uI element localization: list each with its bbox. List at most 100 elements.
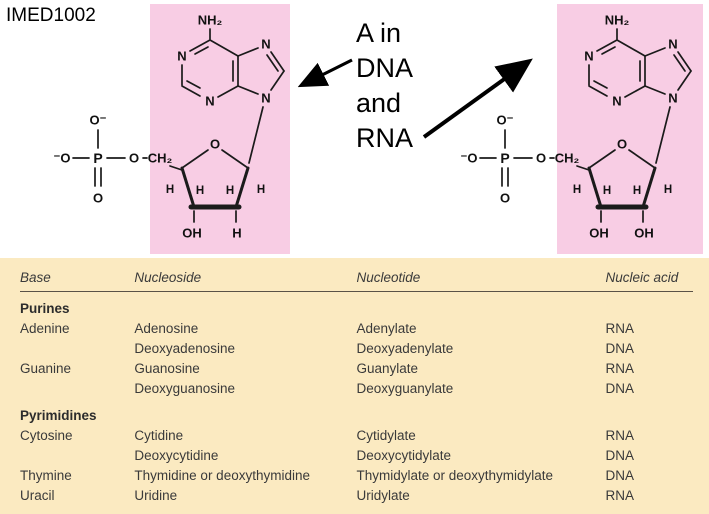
hydrogen-label: H: [664, 184, 672, 196]
annotation-line: A in: [356, 18, 402, 48]
table-cell: Cytidine: [134, 427, 184, 443]
phosphorus-label: P: [93, 150, 102, 166]
nitrogen-label: N: [261, 91, 270, 106]
bond-lines: [479, 28, 692, 223]
right-structure-highlight: [557, 4, 703, 254]
oxygen-minus-label: O⁻: [90, 113, 107, 128]
table-cell: Deoxycytidylate: [356, 447, 452, 463]
table-section-title: Purines: [20, 301, 70, 316]
hydrogen-label: H: [166, 184, 174, 196]
ch2-label: CH₂: [148, 151, 173, 166]
hydrogen-label: H: [257, 184, 265, 196]
table-cell: Uridylate: [356, 487, 410, 503]
table-cell: Deoxycytidine: [134, 447, 219, 463]
table-cell: Cytosine: [20, 427, 73, 443]
table-cell: Thymidine or deoxythymidine: [134, 467, 310, 483]
annotation-line: and: [356, 88, 402, 118]
right-structure-diagram: NH₂ N N N N ⁻O P O⁻ O O CH₂ O H H H H OH…: [461, 13, 692, 241]
table-cell: Uracil: [20, 487, 55, 503]
atom-labels: NH₂ N N N N ⁻O P O⁻ O O CH₂ O H H H H OH…: [54, 13, 271, 241]
amine-label: NH₂: [605, 13, 630, 28]
table-section-title: Pyrimidines: [20, 407, 97, 423]
table-row: Adenine Adenosine Adenylate RNA: [20, 319, 693, 339]
oxygen-label: O: [210, 137, 220, 152]
table-row: Guanine Guanosine Guanylate RNA: [20, 359, 693, 379]
amine-label: NH₂: [198, 13, 223, 28]
minus-oxygen-label: ⁻O: [461, 151, 478, 166]
table-cell: RNA: [605, 487, 634, 503]
annotation-text: A in DNA and RNA: [356, 16, 413, 156]
hydrogen-label: H: [633, 185, 641, 197]
table-cell: RNA: [605, 361, 634, 376]
table-section-row: Pyrimidines: [20, 399, 693, 426]
phosphorus-label: P: [500, 150, 509, 166]
table-cell: Thymidylate or deoxythymidylate: [356, 467, 554, 483]
table-row: Cytosine Cytidine Cytidylate RNA: [20, 425, 693, 445]
oxygen-label: O: [129, 151, 139, 166]
table-row: Thymine Thymidine or deoxythymidine Thymid…: [20, 465, 693, 485]
bond-lines: [72, 28, 285, 223]
table-cell: Deoxyguanosine: [134, 381, 235, 396]
table-section-row: Purines: [20, 292, 693, 319]
nomenclature-table: Base Nucleoside Nucleotide Nucleic acid …: [20, 268, 693, 505]
hydroxyl-3prime-label: OH: [589, 226, 609, 241]
table-cell: Guanosine: [134, 361, 200, 376]
nitrogen-label: N: [584, 49, 593, 64]
left-structure-diagram: NH₂ N N N N ⁻O P O⁻ O O CH₂ O H H H H OH…: [54, 13, 285, 241]
nitrogen-label: N: [668, 37, 677, 52]
annotation-line: RNA: [356, 123, 414, 153]
table-cell: Adenosine: [134, 321, 199, 336]
table-cell: [20, 339, 134, 359]
column-header-nucleoside: Nucleoside: [134, 268, 357, 292]
table-cell: [20, 445, 134, 465]
ch2-label: CH₂: [555, 151, 580, 166]
oxygen-label: O: [500, 191, 510, 206]
table-row: Deoxycytidine Deoxycytidylate DNA: [20, 445, 693, 465]
table-cell: Deoxyadenylate: [356, 341, 454, 356]
table-cell: Guanine: [20, 361, 72, 376]
nitrogen-label: N: [612, 94, 621, 109]
atom-labels: NH₂ N N N N ⁻O P O⁻ O O CH₂ O H H H H OH…: [461, 13, 678, 241]
table-cell: Cytidylate: [356, 427, 416, 443]
nomenclature-table-panel: Base Nucleoside Nucleotide Nucleic acid …: [0, 258, 709, 514]
nitrogen-label: N: [177, 49, 186, 64]
hydroxyl-3prime-label: OH: [182, 226, 202, 241]
table-cell: Thymine: [20, 467, 72, 483]
nitrogen-label: N: [668, 91, 677, 106]
table-cell: Adenine: [20, 321, 70, 336]
column-header-nucleotide: Nucleotide: [356, 268, 606, 292]
table-cell: DNA: [605, 447, 634, 463]
table-row: Deoxyadenosine Deoxyadenylate DNA: [20, 339, 693, 359]
table-cell: DNA: [605, 341, 634, 356]
hydrogen-label: H: [226, 185, 234, 197]
column-header-nucleic-acid: Nucleic acid: [605, 268, 693, 292]
table-cell: RNA: [605, 427, 634, 443]
table-header: Base Nucleoside Nucleotide Nucleic acid: [20, 268, 693, 292]
table-cell: RNA: [605, 321, 634, 336]
table-cell: DNA: [605, 467, 634, 483]
table-cell: Guanylate: [356, 361, 419, 376]
table-cell: [20, 379, 134, 399]
hydroxyl-2prime-label: OH: [634, 226, 654, 241]
hydrogen-label: H: [573, 184, 581, 196]
substituent-2prime-label: H: [232, 226, 241, 241]
table-cell: Uridine: [134, 487, 178, 503]
column-header-base: Base: [20, 268, 135, 292]
oxygen-label: O: [617, 137, 627, 152]
course-code: IMED1002: [6, 5, 96, 26]
oxygen-minus-label: O⁻: [497, 113, 514, 128]
table-cell: DNA: [605, 381, 634, 396]
annotation-line: DNA: [356, 53, 414, 83]
nitrogen-label: N: [261, 37, 270, 52]
table-row: Uracil Uridine Uridylate RNA: [20, 485, 693, 505]
hydrogen-label: H: [196, 185, 204, 197]
nitrogen-label: N: [205, 94, 214, 109]
arrow-to-left-structure: [297, 58, 353, 88]
minus-oxygen-label: ⁻O: [54, 151, 71, 166]
oxygen-label: O: [536, 151, 546, 166]
table-cell: Deoxyadenosine: [134, 341, 235, 356]
table-cell: Adenylate: [356, 321, 417, 336]
hydrogen-label: H: [603, 185, 611, 197]
